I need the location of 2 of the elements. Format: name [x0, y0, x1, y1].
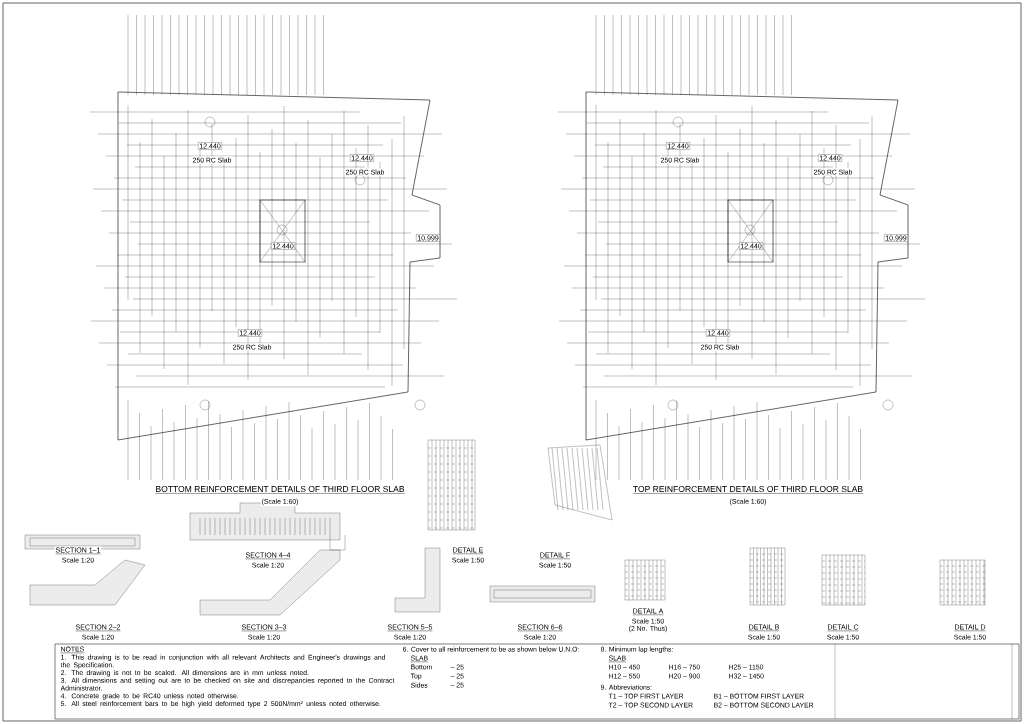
drawing-title: TOP REINFORCEMENT DETAILS OF THIRD FLOOR SLAB [631, 484, 865, 496]
drawing-title: BOTTOM REINFORCEMENT DETAILS OF THIRD FLOOR SLAB [154, 484, 406, 496]
